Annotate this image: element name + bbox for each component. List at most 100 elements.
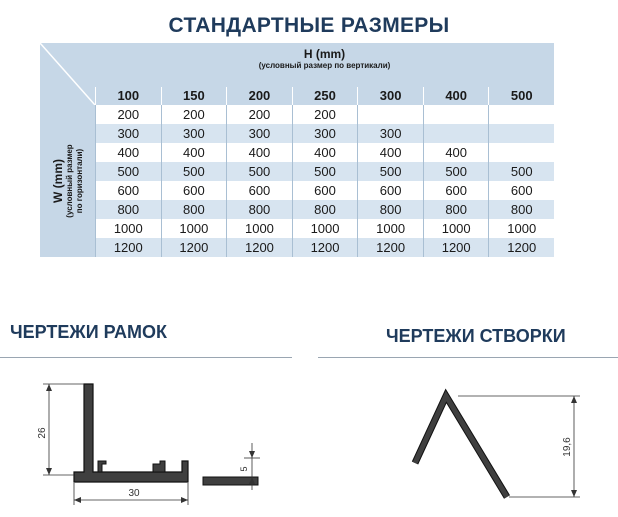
table-cell: 1200 [422,238,489,257]
sash-separator [318,357,618,358]
table-cell: 1000 [95,219,161,238]
standard-sizes-table: H (mm) (условный размер по вертикали) 10… [40,43,555,257]
column-header: 500 [488,87,554,105]
table-cell: 300 [357,124,423,143]
sash-height-label: 19,6 [562,437,573,457]
table-cell: 600 [357,181,423,200]
table-cell: 500 [422,162,489,181]
w-axis-header: W (mm) (условный размер по горизонтали) [40,105,95,257]
table-corner-diagonal [40,43,95,105]
table-cell: 1200 [160,238,227,257]
table-cell: 500 [488,162,555,181]
column-header: 200 [226,87,292,105]
table-cell: 200 [291,105,358,124]
w-axis-sublabel-1: (условный размер [64,144,74,218]
sash-drawings-title: ЧЕРТЕЖИ СТВОРКИ [386,326,566,346]
table-cell: 1200 [291,238,358,257]
table-cell: 600 [160,181,227,200]
table-cell: 500 [226,162,292,181]
table-cell: 800 [160,200,227,219]
table-cell [488,105,555,124]
column-header: 300 [357,87,423,105]
table-cell: 400 [160,143,227,162]
table-cell: 400 [291,143,358,162]
table-cell: 200 [160,105,227,124]
h-axis-header: H (mm) (условный размер по вертикали) [95,47,554,71]
w-axis-sublabel-2: по горизонтали) [74,148,84,214]
column-header: 250 [291,87,358,105]
table-cell: 500 [357,162,423,181]
table-cell [488,124,555,143]
table-cell: 1200 [488,238,555,257]
table-cell: 1000 [357,219,423,238]
table-cell: 800 [357,200,423,219]
table-cell [488,143,555,162]
frame-width-dimension [73,483,189,505]
frame-profile [73,383,189,483]
table-cell: 800 [488,200,555,219]
table-cell: 300 [291,124,358,143]
page-title: СТАНДАРТНЫЕ РАЗМЕРЫ [168,14,450,37]
column-header: 100 [95,87,161,105]
table-cell: 1200 [95,238,161,257]
w-axis-label: W (mm) [50,159,65,203]
table-cell: 800 [422,200,489,219]
table-cell: 1000 [422,219,489,238]
table-cell: 300 [95,124,161,143]
h-axis-label: H (mm) [303,47,346,61]
table-cell: 500 [160,162,227,181]
table-cell: 1000 [488,219,555,238]
sash-drawing: 19,6 [411,388,580,499]
frames-drawings-title: ЧЕРТЕЖИ РАМОК [10,322,168,342]
table-cell: 600 [95,181,161,200]
table-cell [357,105,423,124]
sash-height-dimension [458,395,580,498]
table-cell: 300 [226,124,292,143]
table-cell: 200 [226,105,292,124]
table-cell: 500 [291,162,358,181]
table-cell: 600 [422,181,489,200]
table-cell: 1000 [291,219,358,238]
table-cell: 800 [95,200,161,219]
column-header: 150 [160,87,227,105]
frames-separator [0,357,292,358]
table-cell: 400 [95,143,161,162]
table-cell: 1200 [357,238,423,257]
table-cell [422,124,489,143]
lip-profile [202,476,259,486]
frame-height-dimension [43,383,84,476]
column-header: 400 [422,87,489,105]
frame-width-label: 30 [128,488,140,499]
table-cell: 600 [291,181,358,200]
table-cell: 400 [226,143,292,162]
table-cell: 600 [488,181,555,200]
table-cell: 600 [226,181,292,200]
table-cell: 400 [422,143,489,162]
table-cell: 300 [160,124,227,143]
table-cell: 500 [95,162,161,181]
lip-height-dimension [244,443,260,490]
sash-profile [411,388,510,499]
h-axis-sublabel: (условный размер по вертикали) [258,61,391,70]
table-cell: 1000 [226,219,292,238]
table-cell: 800 [226,200,292,219]
table-cell: 200 [95,105,161,124]
frame-height-label: 26 [37,427,48,439]
table-cell: 400 [357,143,423,162]
table-cell [422,105,489,124]
lip-height-label: 5 [239,466,249,471]
table-cell: 1000 [160,219,227,238]
frame-drawing: 26 30 5 [37,383,260,505]
table-cell: 1200 [226,238,292,257]
table-cell: 800 [291,200,358,219]
